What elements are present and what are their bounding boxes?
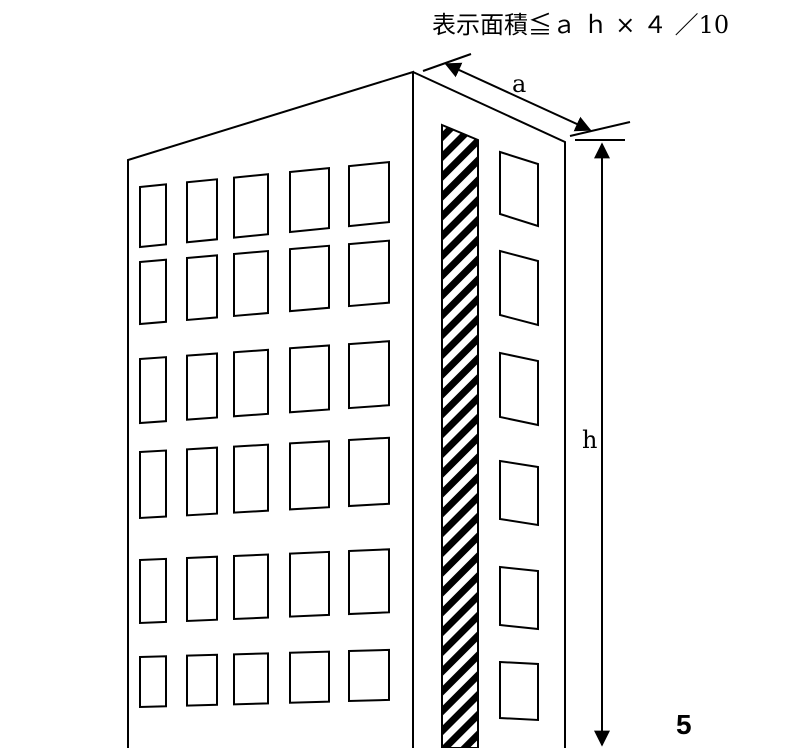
formula-label: 表示面積≦ａ ｈ × ４ ／10 [432,11,729,39]
window [348,648,390,703]
window [186,555,218,623]
window [186,653,218,707]
dimension-a-tick-right [569,121,631,137]
window [348,239,390,308]
dimension-a-arrow [444,62,592,132]
left-facade-outline [127,70,414,748]
dimension-h-label: h [582,426,597,454]
window [289,244,330,313]
dimension-h: h [575,139,625,747]
window [289,550,330,618]
window [233,348,269,418]
window [139,258,167,326]
window [499,660,539,722]
window [499,459,539,527]
window [139,655,167,709]
right-facade-outline [412,71,566,748]
window [186,352,218,421]
window [348,160,390,228]
window [499,565,539,631]
window [289,650,330,704]
window [348,436,390,508]
left-facade-windows [139,160,390,709]
window [233,553,269,621]
window [499,150,539,228]
window [289,440,330,511]
window [233,443,269,514]
window [139,557,167,625]
window [233,652,269,706]
window [289,344,330,414]
window [499,351,539,427]
dimension-a-label: a [512,70,526,98]
sign-area-hatched [441,123,479,748]
window [233,249,269,318]
window [289,166,330,234]
dimension-a: a [422,53,631,137]
window [186,254,218,322]
dimension-a-tick-left [422,53,472,72]
window [139,356,167,425]
window [348,340,390,410]
window [348,548,390,616]
window [139,449,167,520]
window [186,178,218,244]
right-facade-windows [499,150,539,722]
window [499,249,539,327]
window [233,173,269,239]
page-number: 5 [676,709,692,740]
window [139,183,167,249]
window [186,446,218,517]
